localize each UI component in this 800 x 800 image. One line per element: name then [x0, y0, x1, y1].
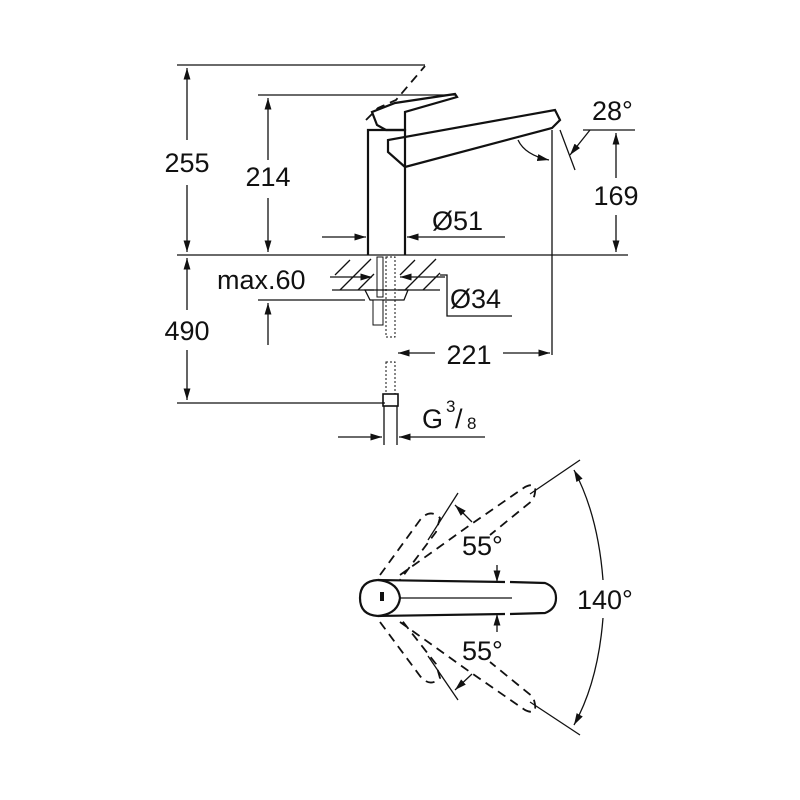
dim-spout-height: 169: [593, 181, 638, 211]
connection-numerator: 3: [446, 397, 455, 416]
angle-total: 140°: [577, 585, 633, 615]
dim-below-counter: 490: [164, 316, 209, 346]
lever-position-left-up: [379, 484, 537, 581]
hose-nut: [382, 393, 399, 407]
angle-arrow-55-down: [454, 673, 473, 691]
angle-arc-inner: [517, 139, 550, 162]
extension-line-55-down: [427, 655, 459, 701]
dim-body-height: 214: [245, 162, 290, 192]
lever-raised-outline: [365, 65, 426, 121]
dim-total-height: 255: [164, 148, 209, 178]
hose: [385, 361, 396, 395]
countertop-section: [332, 256, 441, 338]
connection-denominator: 8: [467, 414, 476, 433]
extension-line-55-up: [427, 492, 459, 541]
extension-line-140-up: [529, 459, 581, 495]
leader-hole-diameter: [440, 274, 512, 317]
dim-hole-diameter: Ø34: [450, 284, 501, 314]
extension-line-140-down: [529, 701, 581, 736]
side-view: 255 214 28° 169 Ø51: [164, 64, 639, 445]
lever-position-left-down: [379, 617, 537, 713]
lever-top-tip: [509, 580, 558, 616]
faucet-body: [366, 128, 407, 255]
dim-spout-angle: 28°: [592, 96, 633, 126]
dim-body-diameter: Ø51: [432, 206, 483, 236]
lever: [370, 92, 459, 132]
spout: [386, 108, 562, 169]
connection-slash: /: [455, 404, 463, 434]
angle-arrow-outer: [569, 129, 591, 156]
dim-max-counter: max.60: [217, 265, 306, 295]
connection-g: G: [422, 404, 443, 434]
lever-top-main: [358, 578, 506, 618]
lever-indicator-icon: [380, 592, 384, 601]
angle-arc-140-up: [573, 469, 604, 581]
top-view: 55° 55° 140°: [358, 459, 633, 736]
dim-reach: 221: [446, 340, 491, 370]
angle-down: 55°: [462, 636, 503, 666]
angle-arc-140-down: [573, 617, 604, 726]
spout-angle-line: [559, 129, 576, 171]
angle-arrow-55-up: [454, 504, 473, 523]
angle-up: 55°: [462, 531, 503, 561]
